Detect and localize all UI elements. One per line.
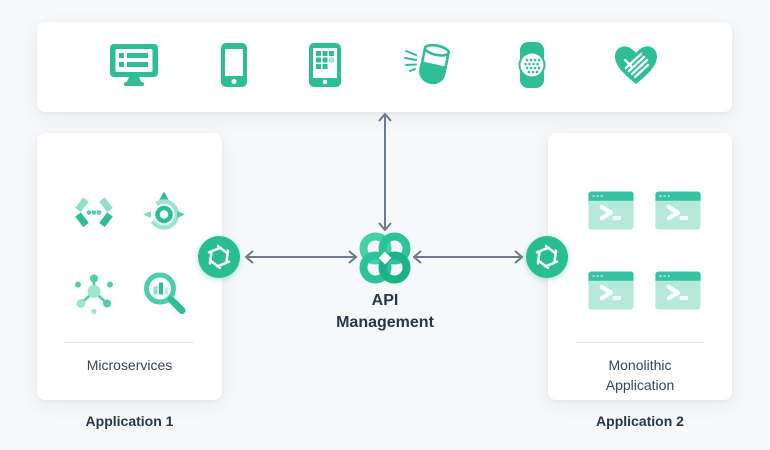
application1-caption: Application 1 [85,413,174,429]
api-to-app2-arrow [412,250,524,264]
terminal-window-icon [655,191,701,235]
terminal-window-icon [588,271,634,315]
code-brackets-icon [69,196,119,235]
panel-divider [576,342,704,343]
application2-caption: Application 2 [596,413,684,429]
terminal-window-icon [655,271,701,315]
application2-panel: Monolithic Application [548,133,732,400]
aperture-icon [535,244,559,270]
smartwatch-icon [514,41,550,93]
tablet-icon [309,42,342,92]
app1-to-api-arrow [244,250,358,264]
desktop-monitor-icon [109,43,159,92]
api-management-logo-icon [359,232,411,284]
client-devices-bar [37,22,732,112]
smartphone-icon [221,42,248,92]
microservices-label: Microservices [86,357,173,373]
api-title-line1: API [371,292,399,309]
heart-hands-icon [612,44,660,91]
aperture-icon [207,244,231,270]
clients-to-api-arrow [378,112,392,232]
bot-icon [140,190,188,241]
gateway-circle-app1 [198,236,240,278]
monolithic-label: Monolithic Application [605,357,675,394]
terminal-window-icon [588,191,634,235]
smart-speaker-icon [403,42,452,93]
search-analytics-icon [141,270,187,321]
panel-divider [65,342,194,343]
network-hub-icon [71,272,117,321]
api-management-title: API Management [300,290,470,333]
gateway-circle-app2 [526,236,568,278]
api-title-line2: Management [336,313,434,331]
application1-panel: Microservices [37,133,222,400]
